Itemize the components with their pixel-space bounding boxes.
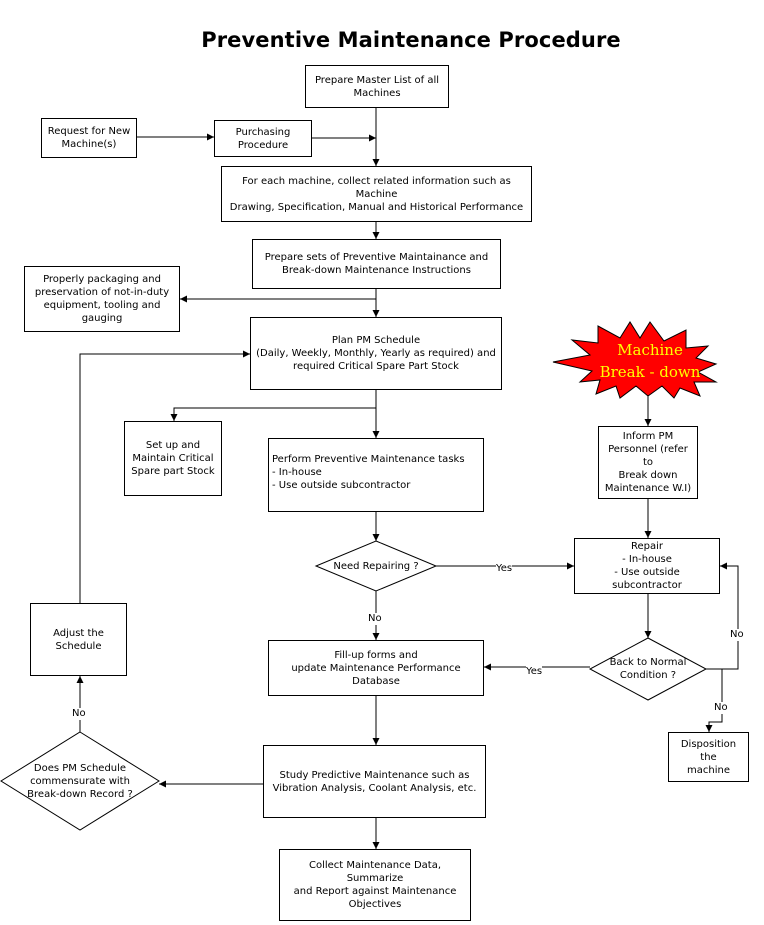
prepare-instructions-box: Prepare sets of Preventive Maintainance … [252,239,501,289]
edge-label-need-yes: Yes [496,563,513,575]
edge-label-back-yes: Yes [526,666,543,678]
edge-back-no-dispose [705,669,723,732]
adjust-schedule-box: Adjust the Schedule [30,603,127,676]
request-new-machine-box: Request for New Machine(s) [41,118,137,158]
edge-label-back-no-dispose: No [714,702,728,714]
purchasing-procedure-box: Purchasing Procedure [214,120,312,157]
collect-maintenance-data-box: Collect Maintenance Data, Summarize and … [279,849,471,921]
repair-box: Repair - In-house - Use outside subcontr… [574,538,720,594]
edge-adjust-plan [79,350,250,603]
machine-breakdown-label: Machine Break - down [599,341,701,381]
decision-back-to-normal-label: Back to Normal Condition ? [609,657,687,681]
edge-label-back-no-loop: No [730,629,744,641]
edge-label-need-no: No [368,613,382,625]
decision-back-to-normal-shape [588,637,708,701]
disposition-machine-box: Disposition the machine [668,732,749,782]
edge-label-does-no: No [72,708,86,720]
decision-does-pm-label: Does PM Schedule commensurate with Break… [27,762,133,800]
spare-part-stock-box: Set up and Maintain Critical Spare part … [124,421,222,496]
collect-information-box: For each machine, collect related inform… [221,166,532,222]
diagram-title: Preventive Maintenance Procedure [201,28,621,52]
inform-pm-personnel-box: Inform PM Personnel (refer to Break down… [598,426,698,499]
machine-breakdown-burst-shape [552,321,718,399]
perform-pm-tasks-box: Perform Preventive Maintenance tasks - I… [268,438,484,512]
edge-to-spare [170,407,376,421]
master-list-box: Prepare Master List of all Machines [305,65,449,108]
decision-does-pm-shape [0,731,160,831]
plan-pm-schedule-box: Plan PM Schedule (Daily, Weekly, Monthly… [250,317,502,390]
study-predictive-box: Study Predictive Maintenance such as Vib… [263,745,486,818]
decision-need-repairing-label: Need Repairing ? [333,560,419,572]
decision-need-repairing-shape [314,540,438,592]
packaging-preservation-box: Properly packaging and preservation of n… [24,266,180,332]
fill-up-forms-box: Fill-up forms and update Maintenance Per… [268,640,484,696]
